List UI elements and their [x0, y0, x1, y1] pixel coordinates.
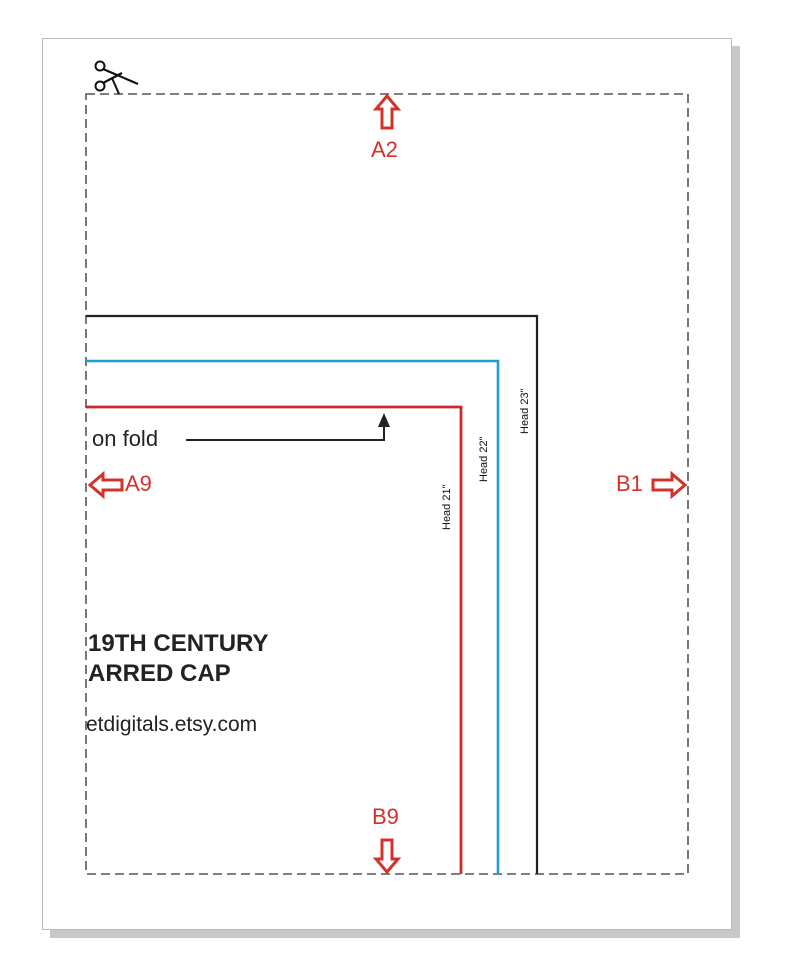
- on-fold-text: on fold: [92, 426, 159, 451]
- pattern-line-head-23: [86, 314, 539, 874]
- arrow-right-icon-b1: [651, 470, 688, 500]
- head-21-label: Head 21": [441, 484, 453, 531]
- head-23-label: Head 23": [519, 388, 531, 435]
- pattern-line-head-21: [86, 405, 463, 874]
- shop-url: etdigitals.etsy.com: [86, 713, 258, 736]
- fold-arrow-icon: [186, 413, 390, 441]
- arrow-up-icon-a2: [372, 93, 402, 130]
- pattern-title-line-1: 19TH CENTURY: [88, 630, 269, 657]
- label-a2: A2: [371, 137, 398, 162]
- cut-line-border: [85, 93, 689, 875]
- scissors-icon: [94, 60, 139, 95]
- arrow-down-icon-b9: [372, 838, 402, 875]
- label-b1: B1: [616, 471, 643, 496]
- label-a9: A9: [125, 471, 152, 496]
- label-b9: B9: [372, 804, 399, 829]
- paper-sheet: [42, 38, 732, 930]
- pattern-title-line-2: ARRED CAP: [88, 660, 231, 687]
- arrow-left-icon-a9: [87, 470, 124, 500]
- head-22-label: Head 22": [478, 436, 490, 483]
- pattern-line-head-22: [86, 359, 500, 874]
